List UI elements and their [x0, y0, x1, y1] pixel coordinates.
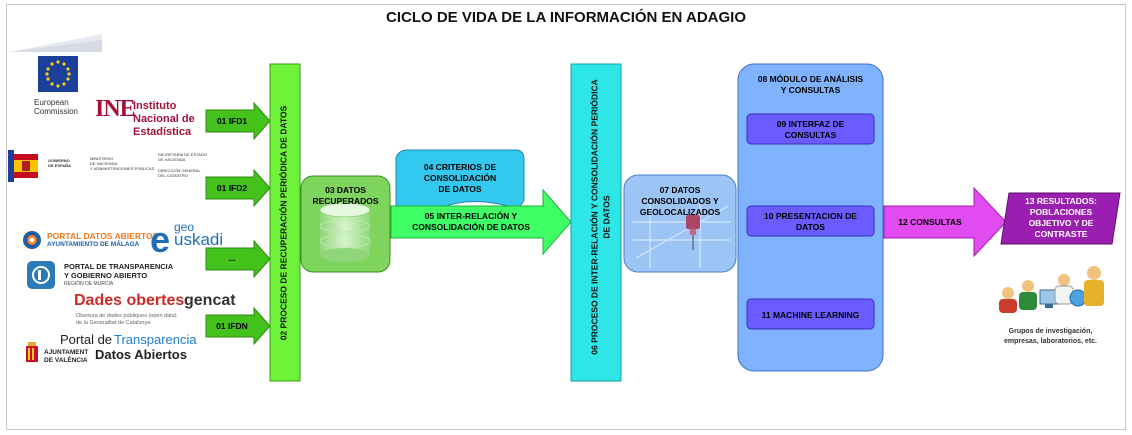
interface09-line2: CONSULTAS [784, 130, 837, 140]
gob-col2: MINISTERIO DE HACIENDA Y ADMINISTRACIONE… [90, 156, 155, 171]
consolidated07-line2: CONSOLIDADOS Y [641, 196, 719, 206]
geoeuskadi-e-icon: e [150, 222, 170, 256]
ine-name-line1: Instituto [133, 100, 177, 112]
ec-name-line2: Commission [34, 107, 79, 116]
murcia-line3: REGIÓN DE MURCIA [64, 281, 114, 287]
module08-line1: 08 MÓDULO DE ANÁLISIS [757, 74, 864, 84]
valencia-line2: Datos Abiertos [95, 347, 187, 362]
results13-line2: POBLACIONES [1029, 207, 1093, 217]
groups-line2: empresas, laboratorios, etc. [1004, 338, 1097, 345]
presentation10-box [746, 205, 875, 237]
criteria04-line3: DE DATOS [438, 184, 482, 194]
valencia-org1: AJUNTAMENT [44, 349, 89, 356]
interrel05-arrow [390, 188, 572, 256]
gencat-sub2: de la Generalitat de Catalunya [76, 320, 151, 326]
arrow-ifd2-label: 01 IFD2 [216, 183, 248, 193]
results13-line3: OBJETIVO Y DE [1028, 218, 1094, 228]
consolidated07-box [623, 174, 737, 273]
gob-col4: DIRECCIÓN GENERAL DEL CATASTRO [158, 168, 201, 178]
gencat-a: Dades obertes [74, 292, 185, 309]
diagram-title: CICLO DE VIDA DE LA INFORMACIÓN EN ADAGI… [386, 9, 746, 26]
malaga-circle-icon [23, 231, 41, 249]
results13-line4: CONTRASTE [1034, 229, 1088, 239]
valencia-line1a: Portal de [60, 332, 113, 347]
presentation10-line2: DATOS [796, 222, 825, 232]
ml11-label: 11 MACHINE LEARNING [761, 310, 860, 320]
database-cylinder-icon [319, 202, 371, 262]
arrow-ifd1 [205, 101, 271, 141]
gencat-open-data-logo: Dades obertes gencat Obertura de dades p… [74, 292, 236, 330]
european-commission-logo: European Commission [28, 52, 88, 124]
process06-bar [570, 63, 622, 382]
geo-sup: geo [174, 220, 195, 234]
process06-line2: DE DATOS [601, 195, 612, 239]
valencia-line1b: Transparencia [114, 332, 197, 347]
results13-shape [1000, 192, 1121, 245]
gencat-sub1: Obertura de dades públiques (open data) [76, 313, 177, 319]
ine-mark: INE [95, 96, 136, 122]
arrow-ifd1-label: 01 IFD1 [216, 116, 248, 126]
murcia-line1: PORTAL DE TRANSPARENCIA [64, 262, 174, 271]
geo-euskadi-logo: e geo uskadi [150, 220, 230, 258]
interrel05-line2: CONSOLIDACIÓN DE DATOS [412, 222, 530, 232]
process06-line1: 06 PROCESO DE INTER-RELACIÓN Y CONSOLIDA… [589, 79, 600, 355]
consolidated07-line3: GEOLOCALIZADOS [639, 207, 721, 217]
malaga-open-data-logo: PORTAL DATOS ABIERTOS AYUNTAMIENTO DE MÁ… [22, 228, 158, 252]
valencia-org2: DE VALÈNCIA [44, 357, 88, 364]
interrel05-line1: 05 INTER-RELACIÓN Y [424, 211, 518, 221]
arrow-ellipsis-label: ... [228, 253, 236, 263]
module08-line2: Y CONSULTAS [780, 85, 841, 95]
ec-name-line1: European [34, 98, 69, 107]
geo-main: uskadi [174, 230, 224, 249]
ec-building-graphic [10, 34, 102, 52]
criteria04-line2: CONSOLIDACIÓN [423, 173, 497, 183]
svg-text:e: e [150, 222, 170, 256]
groups-line1: Grupos de investigación, [1008, 328, 1093, 335]
process02-label: 02 PROCESO DE RECUPERACIÓN PERIÓDICA DE … [278, 105, 289, 341]
map-pin-icon [632, 200, 730, 268]
malaga-line1: PORTAL DATOS ABIERTOS [47, 231, 159, 241]
ine-logo: INE Instituto Nacional de Estadística [95, 96, 205, 148]
arrow-ifd2 [205, 168, 271, 208]
research-groups-icon [999, 266, 1104, 313]
gencat-b: gencat [184, 292, 236, 309]
recovered03-line1: 03 DATOS [325, 185, 366, 195]
queries12-label: 12 CONSULTAS [898, 217, 962, 227]
spain-shield-icon [8, 150, 38, 182]
consolidated07-line1: 07 DATOS [659, 185, 701, 195]
interface09-line1: 09 INTERFAZ DE [776, 119, 845, 129]
murcia-line2: Y GOBIERNO ABIERTO [64, 271, 148, 280]
queries12-arrow [883, 186, 1007, 258]
results13-line1: 13 RESULTADOS: [1025, 196, 1097, 206]
arrow-ellipsis [205, 239, 271, 279]
malaga-line2: AYUNTAMIENTO DE MÁLAGA [47, 241, 140, 248]
presentation10-line1: 10 PRESENTACION DE [764, 211, 857, 221]
arrow-ifdn-label: 01 IFDN [216, 321, 248, 331]
arrow-ifdn [205, 306, 271, 346]
ine-name-line3: Estadística [133, 126, 192, 138]
gobierno-catastro-logo: GOBIERNO DE ESPAÑA MINISTERIO DE HACIEND… [8, 150, 207, 182]
murcia-badge-icon [27, 261, 55, 289]
criteria04-line1: 04 CRITERIOS DE [423, 162, 497, 172]
interface09-box [746, 113, 875, 145]
ml11-box [746, 298, 875, 330]
recovered03-line2: RECUPERADOS [312, 196, 379, 206]
eu-flag-icon [28, 52, 88, 124]
ine-name-line2: Nacional de [133, 113, 195, 125]
gob-col1: GOBIERNO DE ESPAÑA [48, 158, 72, 168]
murcia-transparency-logo: PORTAL DE TRANSPARENCIA Y GOBIERNO ABIER… [26, 258, 191, 292]
valencia-transparency-logo: Portal de Transparencia AJUNTAMENT DE VA… [22, 332, 202, 372]
process02-bar [269, 63, 301, 382]
gob-col3: SECRETARÍA DE ESTADO DE HACIENDA [158, 152, 207, 162]
valencia-crest-icon [26, 342, 38, 362]
